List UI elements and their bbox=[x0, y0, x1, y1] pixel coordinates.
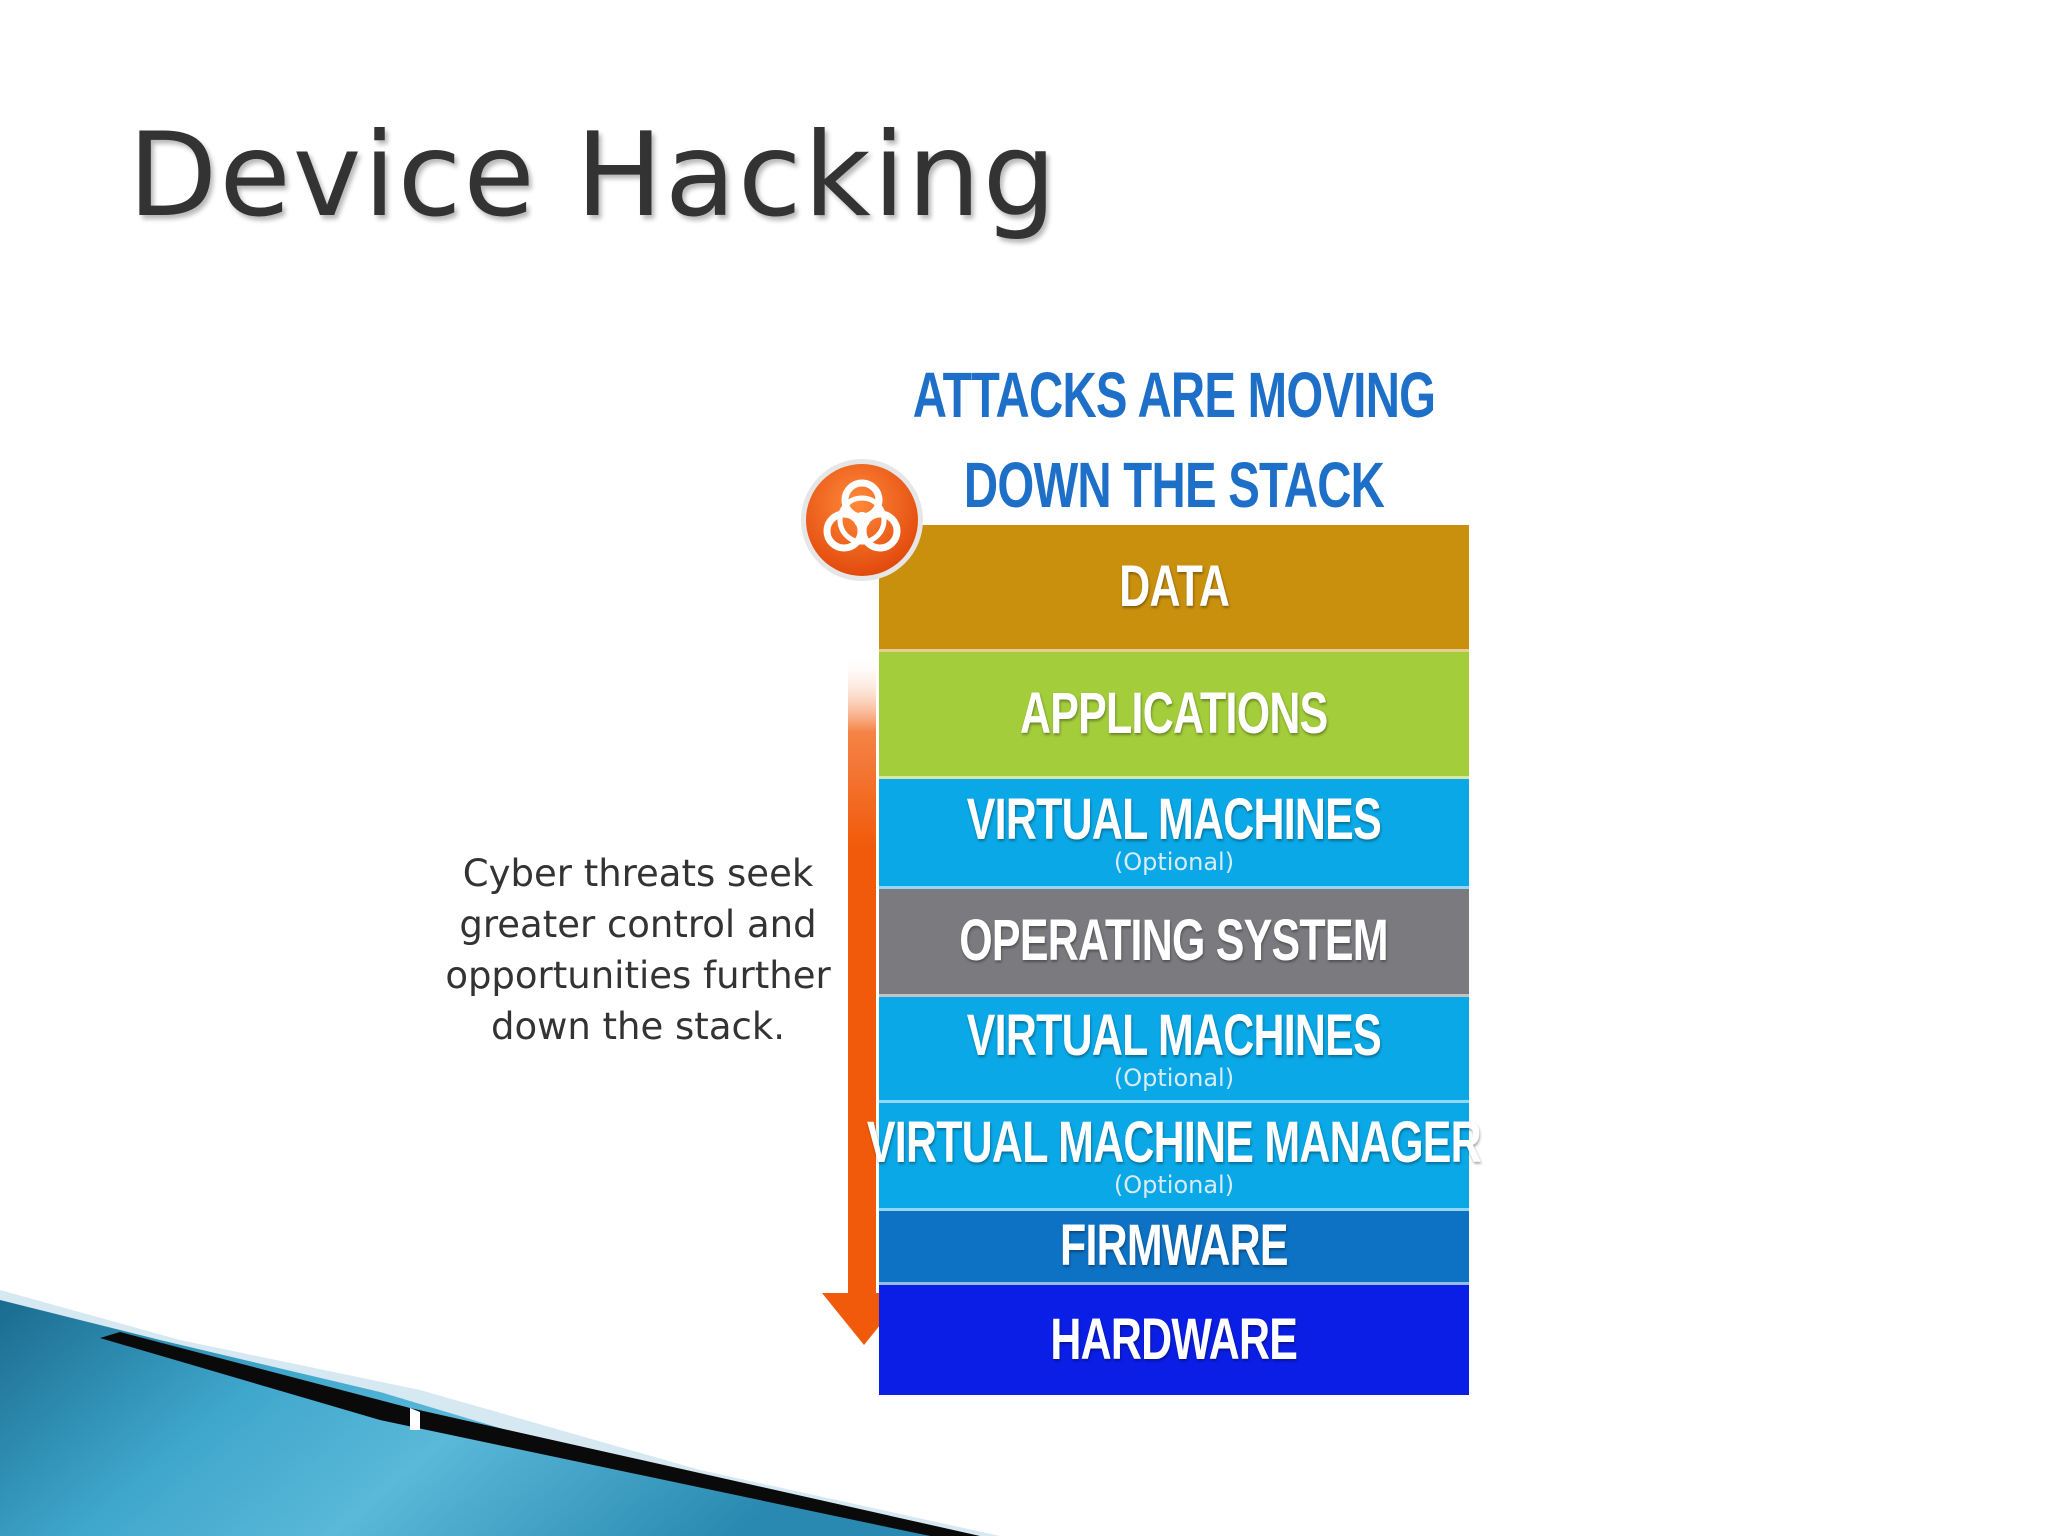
stack-layer-label: OPERATING SYSTEM bbox=[959, 908, 1389, 974]
diagram-heading-line-2: DOWN THE STACK bbox=[963, 449, 1385, 521]
stack-layer-sublabel: (Optional) bbox=[1113, 1170, 1235, 1199]
stack-layer: VIRTUAL MACHINE MANAGER(Optional) bbox=[867, 1103, 1482, 1211]
stack-layer-sublabel: (Optional) bbox=[1113, 847, 1235, 876]
diagram-caption: Cyber threats seek greater control and opp… bbox=[418, 848, 858, 1052]
stack-layer: OPERATING SYSTEM bbox=[879, 889, 1469, 997]
slide-title: Device Hacking bbox=[128, 108, 1059, 243]
stack-layer: VIRTUAL MACHINES(Optional) bbox=[879, 997, 1469, 1103]
caption-line: down the stack. bbox=[490, 1005, 786, 1048]
stack-layer-label: VIRTUAL MACHINES bbox=[966, 1002, 1382, 1068]
caption-line: opportunities further bbox=[445, 954, 831, 997]
stack-layer-label: DATA bbox=[1119, 553, 1230, 619]
stack-layer-label: HARDWARE bbox=[1050, 1306, 1299, 1372]
stack-layer-label: FIRMWARE bbox=[1060, 1213, 1288, 1279]
stack-layer: HARDWARE bbox=[879, 1285, 1469, 1395]
caption-line: greater control and bbox=[459, 903, 817, 946]
stack-layer-label: VIRTUAL MACHINES bbox=[966, 786, 1382, 852]
diagram-heading-line-1: ATTACKS ARE MOVING bbox=[912, 359, 1436, 431]
stack-layer: VIRTUAL MACHINES(Optional) bbox=[879, 779, 1469, 889]
biohazard-icon bbox=[801, 459, 923, 581]
stack-layer: FIRMWARE bbox=[879, 1211, 1469, 1285]
stack-layer-label: VIRTUAL MACHINE MANAGER bbox=[866, 1109, 1482, 1175]
decorative-swoosh bbox=[0, 1290, 1000, 1536]
stack-layer-sublabel: (Optional) bbox=[1113, 1063, 1235, 1092]
stack-layer: APPLICATIONS bbox=[879, 652, 1469, 779]
caption-line: Cyber threats seek bbox=[462, 852, 814, 895]
stack-layer: DATA bbox=[879, 525, 1469, 652]
stack-layer-label: APPLICATIONS bbox=[1020, 680, 1328, 746]
